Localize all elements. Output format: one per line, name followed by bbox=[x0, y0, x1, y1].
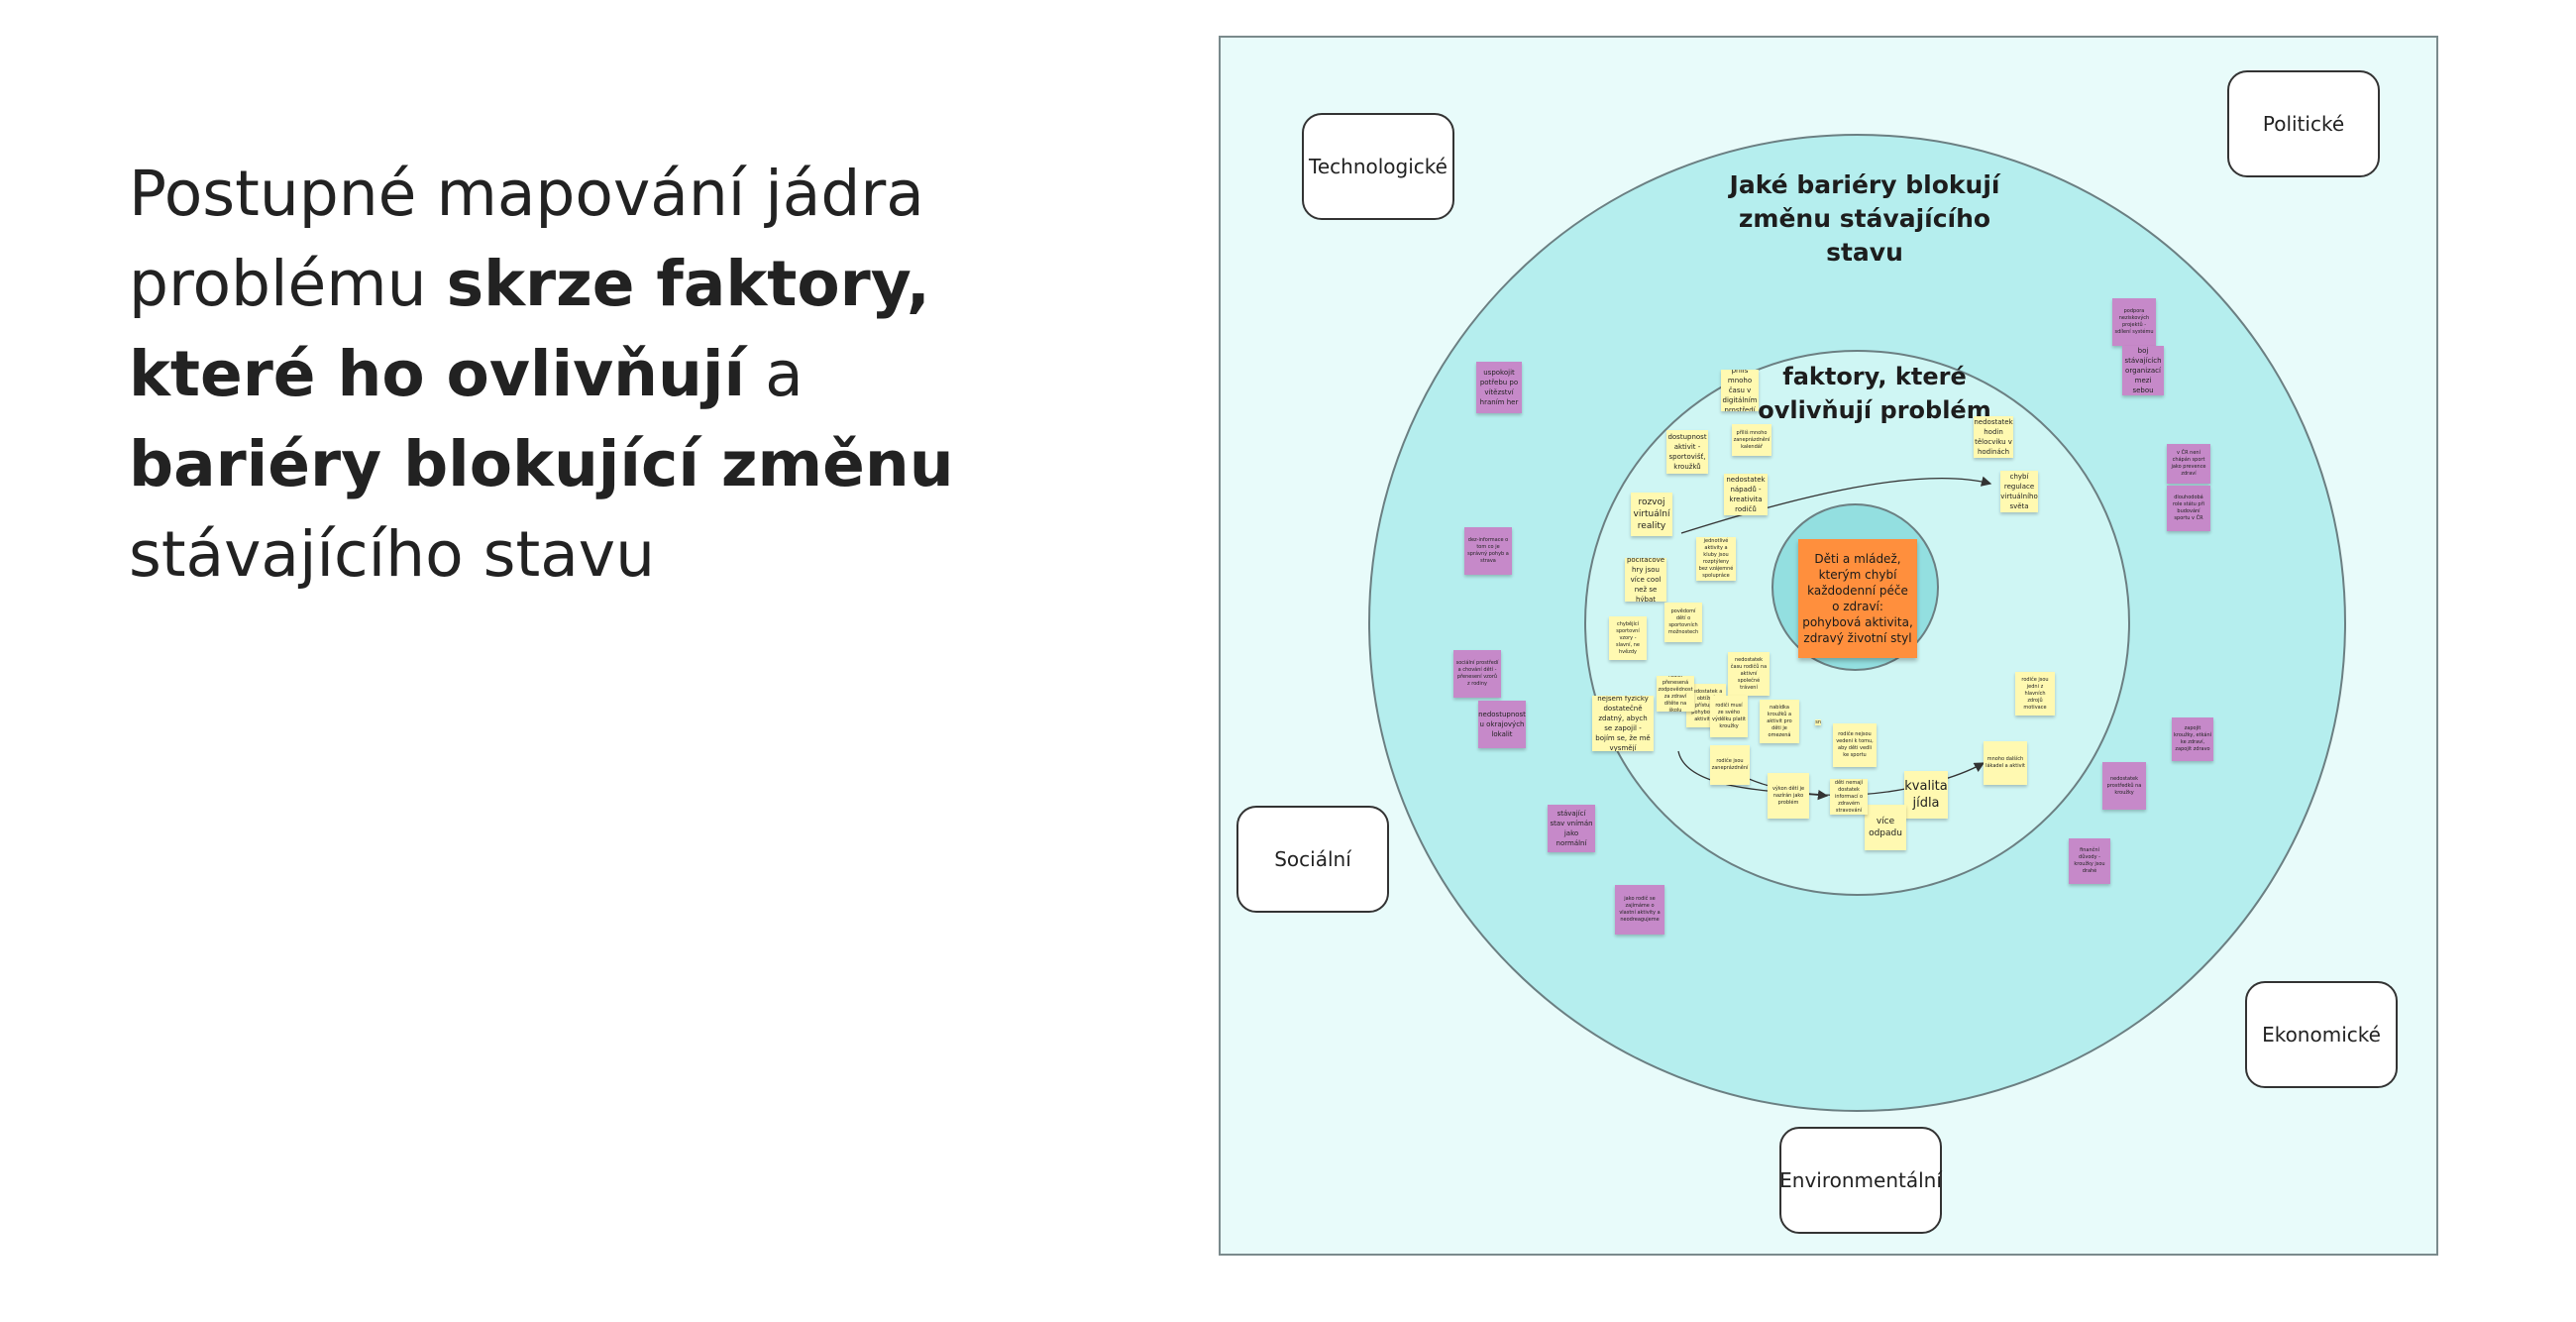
factor-note[interactable]: počítačové hry jsou více cool než se hýb… bbox=[1625, 558, 1666, 602]
factor-note[interactable]: rodiče jsou jedni z hlavních zdrojů moti… bbox=[2015, 672, 2055, 716]
factor-note[interactable]: rodiči přenesená zodpovědnost za zdraví … bbox=[1657, 676, 1694, 712]
barrier-note[interactable]: stávající stav vnímán jako normální bbox=[1548, 805, 1595, 852]
barrier-note[interactable]: jako rodič se zajímáme o vlastní aktivit… bbox=[1615, 885, 1664, 935]
barrier-note[interactable]: nedostupnost u okrajových lokalit bbox=[1478, 701, 1526, 748]
barrier-note[interactable]: sociální prostředí a chování dětí - přen… bbox=[1453, 650, 1501, 698]
page-headline: Postupné mapování jádra problému skrze f… bbox=[129, 149, 1020, 600]
barrier-note[interactable]: podpora neziskových projektů - sdílení s… bbox=[2112, 298, 2156, 346]
factor-note[interactable]: jednotlivé aktivity a kluby jsou rozptýl… bbox=[1696, 537, 1736, 581]
category-social[interactable]: Sociální bbox=[1236, 806, 1389, 913]
factor-note[interactable]: jednotlivé aktivity se snaží oslovit dět… bbox=[1815, 719, 1821, 725]
factor-note[interactable]: povědomí dětí o sportovních možnostech bbox=[1664, 603, 1702, 642]
factor-note[interactable]: výkon dětí je nazírán jako problém bbox=[1768, 773, 1809, 819]
barrier-note[interactable]: zapojit kroužky, etkání ke zdraví, zapoj… bbox=[2172, 717, 2213, 761]
headline-part-2: a bbox=[745, 338, 804, 410]
headline-bold-2: bariéry blokující změnu bbox=[129, 428, 954, 500]
category-technological[interactable]: Technologické bbox=[1302, 113, 1454, 220]
factor-note[interactable]: děti nemají dostatek informací o zdravém… bbox=[1830, 779, 1868, 815]
barrier-note[interactable]: finanční důvody - kroužky jsou drahé bbox=[2069, 838, 2110, 884]
barrier-note[interactable]: v ČR není chápán sport jako prevence zdr… bbox=[2167, 444, 2210, 484]
factor-note[interactable]: nejsem fyzicky dostatečně zdatný, abych … bbox=[1592, 696, 1654, 751]
factor-note[interactable]: nedostatek času rodičů na aktivní společ… bbox=[1728, 652, 1770, 696]
barrier-note[interactable]: dlouhodobá role státu při budování sport… bbox=[2167, 486, 2210, 531]
core-problem-note[interactable]: Děti a mládež, kterým chybí každodenní p… bbox=[1798, 539, 1917, 658]
factor-note[interactable]: rozvoj virtuální reality bbox=[1631, 493, 1672, 536]
barrier-note[interactable]: nedostatek prostředků na kroužky bbox=[2102, 762, 2146, 810]
factor-note[interactable]: příliš mnoho zaneprázdnění kalendář bbox=[1732, 424, 1771, 456]
factor-note[interactable]: nedostatek nápadů - kreativita rodičů bbox=[1724, 474, 1768, 515]
category-environmental[interactable]: Environmentální bbox=[1779, 1127, 1942, 1234]
factor-note[interactable]: více odpadu bbox=[1865, 805, 1906, 850]
factor-note[interactable]: mnoho dalších lákadel a aktivit bbox=[1984, 741, 2027, 785]
barrier-note[interactable]: dez-informace o tom co je správný pohyb … bbox=[1464, 527, 1512, 575]
barrier-note[interactable]: uspokojit potřebu po vítězství hraním he… bbox=[1476, 362, 1522, 413]
headline-part-1: Postupné mapování jádra problému bbox=[129, 158, 924, 320]
barrier-note[interactable]: boj stávajících organizací mezi sebou bbox=[2122, 346, 2164, 395]
factor-note[interactable]: rodiče nejsou vedeni k tomu, aby děti ve… bbox=[1833, 723, 1877, 767]
headline-bold-1: skrze faktory, které ho ovlivňují bbox=[129, 248, 930, 410]
mapping-board[interactable]: Jaké bariéry blokují změnu stávajícího s… bbox=[1219, 36, 2438, 1256]
factor-note[interactable]: chybějící sportovní vzory - slavní, ne h… bbox=[1609, 616, 1647, 660]
factor-note[interactable]: nabídka kroužků a aktivit pro děti je om… bbox=[1760, 700, 1799, 743]
factor-note[interactable]: příliš mnoho času v digitálním prostředí bbox=[1721, 370, 1759, 411]
factor-note[interactable]: dostupnost aktivit - sportovišť, kroužků bbox=[1666, 430, 1708, 474]
headline-part-3: stávajícího stavu bbox=[129, 518, 656, 591]
factor-note[interactable]: kvalita jídla bbox=[1904, 771, 1948, 819]
factor-note[interactable]: nedostatek hodin tělocviku v hodinách bbox=[1974, 416, 2013, 458]
factor-note[interactable]: chybí regulace virtuálního světa bbox=[2000, 471, 2038, 512]
factor-note[interactable]: rodiči musí ze svého výdělku platit krou… bbox=[1710, 696, 1748, 737]
category-political[interactable]: Politické bbox=[2227, 70, 2380, 177]
category-economic[interactable]: Ekonomické bbox=[2245, 981, 2398, 1088]
factor-note[interactable]: rodiče jsou zaneprázdnění bbox=[1710, 745, 1750, 785]
barrier-ring-title: Jaké bariéry blokují změnu stávajícího s… bbox=[1729, 170, 2000, 267]
factor-ring-title: faktory, které ovlivňují problém bbox=[1758, 363, 1991, 424]
